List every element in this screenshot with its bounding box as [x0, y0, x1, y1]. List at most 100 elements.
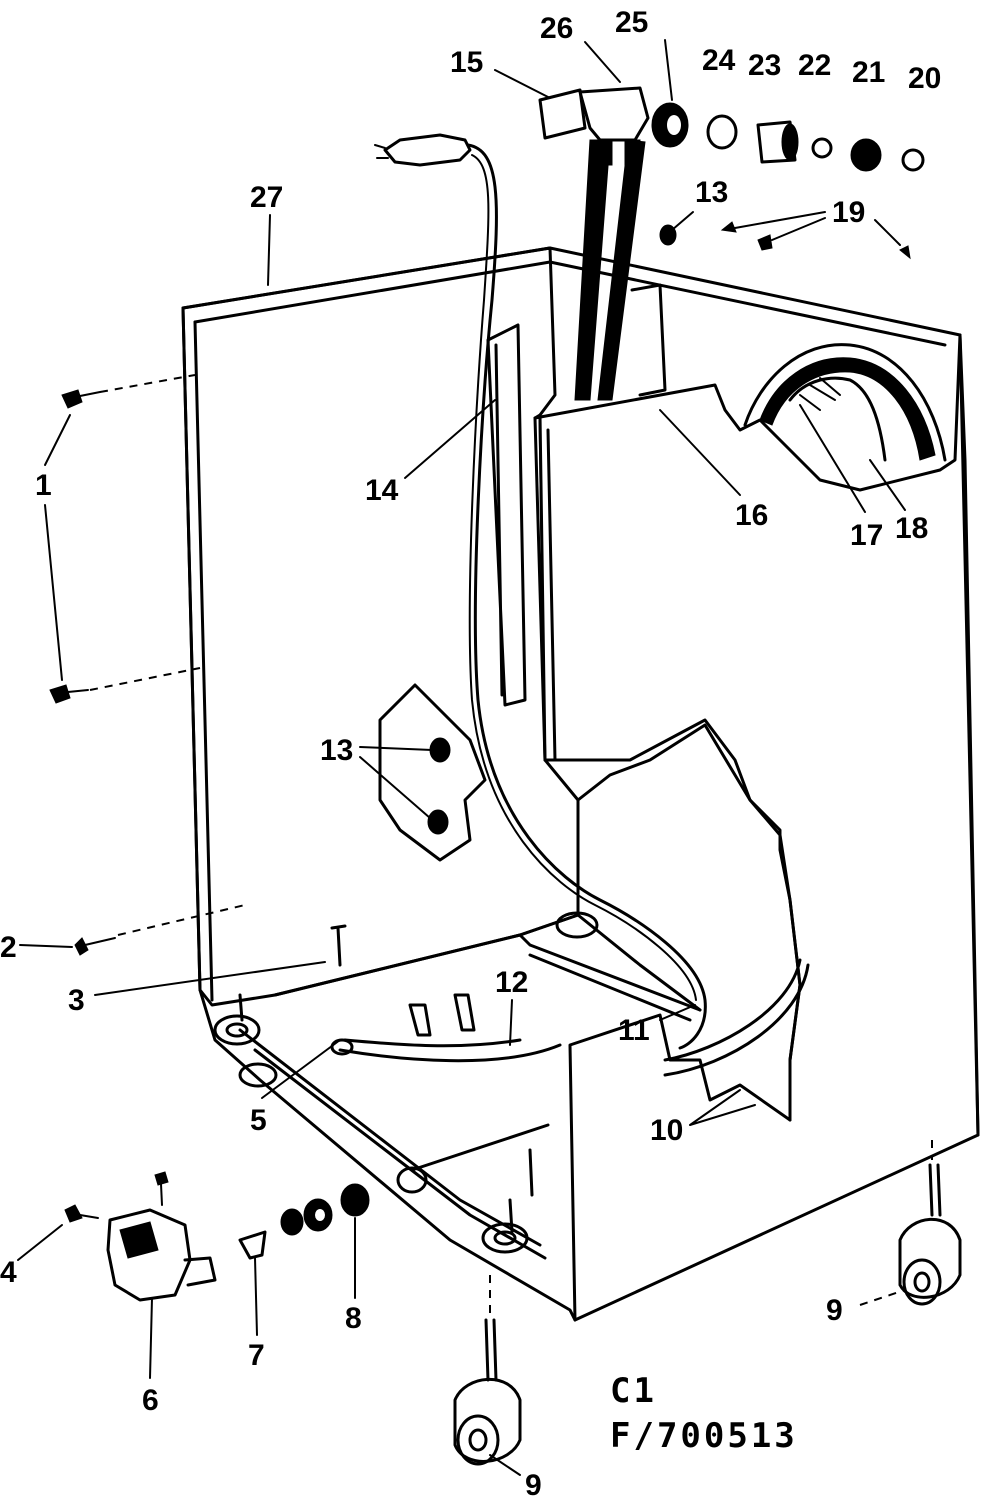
- leader-1-top: [44, 414, 71, 466]
- hose-fitting-assembly: [538, 86, 925, 172]
- terminal-strip-body: [486, 323, 527, 707]
- callout-8: 8: [345, 1302, 362, 1335]
- screw-2: [74, 937, 89, 956]
- stud-front: [508, 1198, 514, 1234]
- foot-pad-left-front: [238, 1062, 278, 1088]
- callouts: 1 2 3 4 5 6 7 8 9 9 9 10 11 12 13 13 14 …: [0, 6, 941, 1500]
- leader-5: [261, 1039, 341, 1099]
- callout-21: 21: [852, 56, 885, 89]
- leader-4: [17, 1224, 63, 1261]
- callout-26: 26: [540, 12, 573, 45]
- callout-18: 18: [895, 512, 928, 545]
- callout-24: 24: [702, 44, 736, 77]
- valve-coil: [119, 1221, 159, 1259]
- rail-bolt: [396, 1166, 428, 1194]
- callout-13-mid: 13: [320, 734, 353, 767]
- leader-lines: [17, 39, 933, 1476]
- leader-1-bottom: [44, 504, 63, 681]
- caster-front: [453, 1318, 522, 1466]
- blower-housing: [743, 343, 947, 462]
- callout-22: 22: [798, 49, 831, 82]
- cord-prongs: [374, 144, 389, 159]
- cap-8: [340, 1183, 370, 1217]
- callout-9-front: 9: [525, 1469, 542, 1500]
- callout-9-right: 9: [826, 1294, 843, 1327]
- water-valve-assembly: [64, 1171, 370, 1302]
- dash-1-bottom: [89, 667, 201, 691]
- base-side-rail: [518, 933, 702, 1022]
- callout-12: 12: [495, 966, 528, 999]
- callout-14: 14: [365, 474, 399, 507]
- leader-6: [149, 1297, 153, 1379]
- callout-25: 25: [615, 6, 648, 39]
- leader-2: [19, 944, 73, 948]
- callout-1: 1: [35, 469, 52, 502]
- cap-21: [850, 138, 882, 172]
- cabinet-left-edge: [181, 306, 214, 1002]
- screw-4: [64, 1204, 83, 1223]
- screw-3: [330, 924, 347, 967]
- washer-22: [811, 137, 833, 159]
- blower-inner-arc: [788, 376, 887, 462]
- leader-16: [659, 409, 741, 496]
- harness-grommet: [330, 1038, 354, 1056]
- foot-pad-left: [213, 1014, 261, 1046]
- power-cord: [374, 133, 707, 1050]
- valve-body-6: [106, 1208, 192, 1302]
- leader-19: [734, 211, 901, 246]
- nut-13-lower: [427, 809, 449, 835]
- screw-19-a: [720, 221, 737, 233]
- harness-wire: [338, 1038, 562, 1063]
- leader-14: [404, 399, 496, 479]
- callout-10: 10: [650, 1114, 683, 1147]
- leader-10: [689, 1089, 756, 1126]
- callout-19: 19: [832, 196, 865, 229]
- callout-2: 2: [0, 931, 17, 964]
- stud-left: [238, 993, 244, 1022]
- rail-strap: [410, 1123, 550, 1172]
- leader-7: [254, 1257, 258, 1336]
- screw-19-c: [899, 245, 911, 260]
- reference-line-1: C1: [610, 1371, 657, 1411]
- screw-1-top: [61, 389, 83, 409]
- leader-17: [799, 404, 866, 513]
- leader-15: [494, 69, 551, 99]
- blower-spokes: [799, 377, 841, 411]
- fasteners: [49, 221, 911, 967]
- callout-5: 5: [250, 1104, 267, 1137]
- harness-plug-a: [408, 1003, 432, 1037]
- hose-tee-26: [578, 86, 650, 142]
- callout-6: 6: [142, 1384, 159, 1417]
- cabinet: [181, 246, 980, 1322]
- callout-11: 11: [618, 1014, 650, 1047]
- screw-6-top-shank: [160, 1183, 163, 1206]
- leader-27: [267, 214, 271, 286]
- nut-7b-hole: [315, 1209, 325, 1221]
- callout-7: 7: [248, 1339, 265, 1372]
- bushing-23-end: [781, 123, 799, 161]
- callout-3: 3: [68, 984, 85, 1017]
- leader-9-right: [859, 1289, 906, 1306]
- screw-6-top: [154, 1171, 169, 1186]
- duct-bracket: [630, 283, 667, 397]
- wire-harness: [330, 993, 562, 1063]
- hose-elbow-15: [538, 88, 587, 140]
- base-frame: [198, 911, 702, 1322]
- leader-9-front: [489, 1454, 521, 1476]
- dash-2: [117, 904, 246, 936]
- leader-25: [664, 39, 673, 101]
- blower-band: [759, 357, 936, 461]
- callout-16: 16: [735, 499, 768, 532]
- cabinet-right-edge: [958, 333, 980, 1137]
- screw-4-shank: [79, 1214, 99, 1219]
- screw-19-b: [757, 234, 773, 251]
- leader-13-mid: [359, 746, 433, 819]
- cord-wire-inner: [468, 154, 697, 1001]
- callout-27: 27: [250, 181, 283, 214]
- harness-plug-b: [453, 993, 476, 1032]
- casters: [453, 1163, 962, 1466]
- foot-pad-front: [481, 1222, 529, 1254]
- leader-12: [509, 999, 513, 1046]
- callout-23: 23: [748, 49, 781, 82]
